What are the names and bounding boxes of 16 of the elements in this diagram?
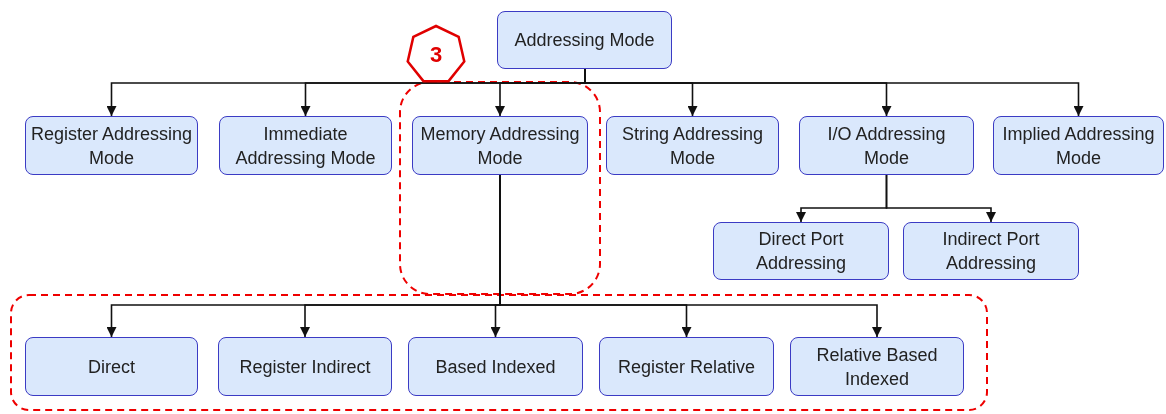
process-box: Relative Based Indexed [790,337,964,396]
process-box: Memory Addressing Mode [412,116,588,175]
process-box: Direct [25,337,198,396]
process-box: I/O Addressing Mode [799,116,974,175]
process-box: Register Addressing Mode [25,116,198,175]
process-box: Direct Port Addressing [713,222,889,280]
process-box: Register Relative [599,337,774,396]
process-box: String Addressing Mode [606,116,779,175]
process-box: Addressing Mode [497,11,672,69]
process-box: Register Indirect [218,337,392,396]
process-box: Implied Addressing Mode [993,116,1164,175]
heptagon-badge: 3 [406,24,466,84]
process-box: Indirect Port Addressing [903,222,1079,280]
process-box: Based Indexed [408,337,583,396]
process-box: Immediate Addressing Mode [219,116,392,175]
arrow [885,174,996,223]
